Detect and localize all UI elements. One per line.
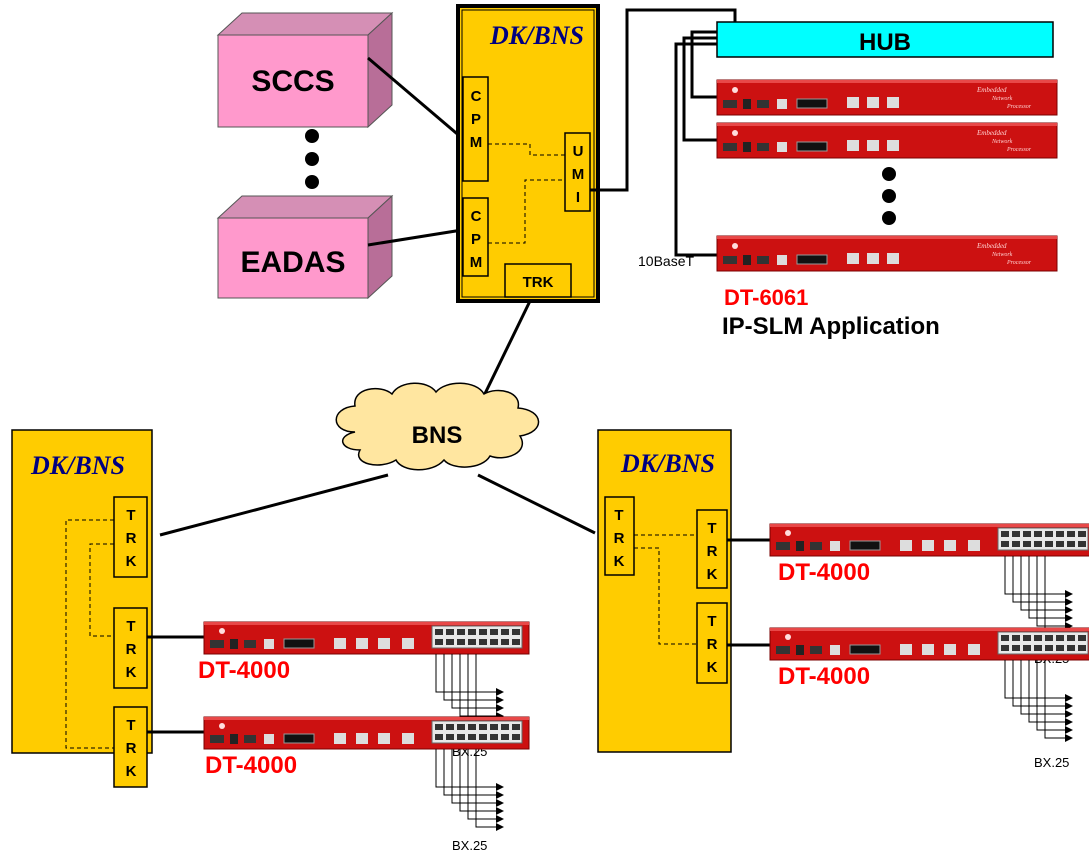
eadas-server: EADAS <box>216 194 394 300</box>
umi-card: U M I <box>564 132 591 212</box>
sccs-link <box>367 56 463 140</box>
svg-text:T: T <box>614 507 623 524</box>
svg-text:K: K <box>707 566 718 583</box>
cpm-card-1: C P M <box>462 76 489 182</box>
dt4000-right-2-label: DT-4000 <box>778 663 870 690</box>
svg-text:T: T <box>707 613 716 630</box>
dt4000-right-1-label: DT-4000 <box>778 559 870 586</box>
svg-text:R: R <box>707 543 718 560</box>
dt4000-right-2 <box>769 627 1089 661</box>
svg-text:I: I <box>576 189 580 206</box>
hub: HUB <box>716 21 1054 58</box>
ethernet-label: 10BaseT <box>638 253 694 269</box>
bx25-fan-right-2 <box>1004 659 1074 743</box>
node-left-title: DK/BNS <box>30 451 125 480</box>
sccs-label: SCCS <box>251 65 334 98</box>
svg-text:C: C <box>471 208 482 225</box>
trk-card-right-in: T R K <box>604 496 635 576</box>
svg-text:M: M <box>470 134 483 151</box>
svg-text:R: R <box>126 530 137 547</box>
ellipsis-dots-dt6061 <box>882 167 896 225</box>
svg-text:T: T <box>707 520 716 537</box>
hub-ethernet-lines <box>674 30 717 257</box>
trk-card-right-2: T R K <box>696 602 728 684</box>
cloud-left-link <box>159 473 389 537</box>
trk-card-right-1: T R K <box>696 509 728 589</box>
eadas-link <box>367 228 463 247</box>
svg-text:T: T <box>126 717 135 734</box>
hub-label: HUB <box>859 29 911 56</box>
svg-text:T: T <box>126 618 135 635</box>
bns-cloud: BNS <box>335 382 540 471</box>
cloud-right-link <box>477 473 596 535</box>
cpm-card-2: C P M <box>462 197 489 277</box>
svg-text:M: M <box>470 254 483 271</box>
eadas-label: EADAS <box>240 246 345 279</box>
trk-card-left-1: T R K <box>113 496 148 578</box>
bx25-fan-right-1 <box>1004 555 1074 639</box>
svg-text:P: P <box>471 111 481 128</box>
trk-card-left-3: T R K <box>113 706 148 788</box>
svg-text:U: U <box>573 143 584 160</box>
dt4000-right-1 <box>769 523 1089 557</box>
dk-bns-node-right: DK/BNS T R K T R K T R K <box>597 429 732 753</box>
svg-text:C: C <box>471 88 482 105</box>
node-right-title: DK/BNS <box>620 449 715 478</box>
node-top-title: DK/BNS <box>489 21 584 50</box>
dt4000-left-2 <box>203 716 530 750</box>
umi-hub-link <box>590 8 737 192</box>
bx25-label-left-2: BX.25 <box>452 838 487 853</box>
ellipsis-dots-servers <box>305 129 319 189</box>
svg-text:K: K <box>707 659 718 676</box>
dt6061-unit-2 <box>716 122 1058 159</box>
svg-text:P: P <box>471 231 481 248</box>
dt4000-left-2-label: DT-4000 <box>205 752 297 779</box>
trk-card-top: TRK <box>504 263 572 298</box>
dk-bns-node-left: DK/BNS T R K T R K T R K <box>11 429 153 788</box>
bx25-fan-left-2 <box>435 748 505 832</box>
dk-bns-node-top: DK/BNS C P M C P M U M I TRK <box>456 4 600 303</box>
svg-text:TRK: TRK <box>523 274 554 291</box>
svg-text:K: K <box>614 553 625 570</box>
sccs-server: SCCS <box>216 11 394 129</box>
svg-text:M: M <box>572 166 585 183</box>
dt6061-subtitle: IP-SLM Application <box>722 313 940 340</box>
dt4000-left-1-label: DT-4000 <box>198 657 290 684</box>
dt6061-unit-1 <box>716 79 1058 116</box>
trk-cloud-link <box>476 300 532 409</box>
svg-text:K: K <box>126 553 137 570</box>
dt6061-name: DT-6061 <box>724 285 808 310</box>
svg-text:K: K <box>126 664 137 681</box>
svg-text:R: R <box>126 641 137 658</box>
dt4000-left-1 <box>203 621 530 655</box>
bx25-label-right-2: BX.25 <box>1034 755 1069 770</box>
trk-card-left-2: T R K <box>113 607 148 689</box>
svg-text:R: R <box>126 740 137 757</box>
cloud-label: BNS <box>412 422 463 449</box>
svg-text:R: R <box>614 530 625 547</box>
dt6061-unit-3 <box>716 235 1058 272</box>
svg-text:T: T <box>126 507 135 524</box>
svg-text:R: R <box>707 636 718 653</box>
svg-text:K: K <box>126 763 137 780</box>
